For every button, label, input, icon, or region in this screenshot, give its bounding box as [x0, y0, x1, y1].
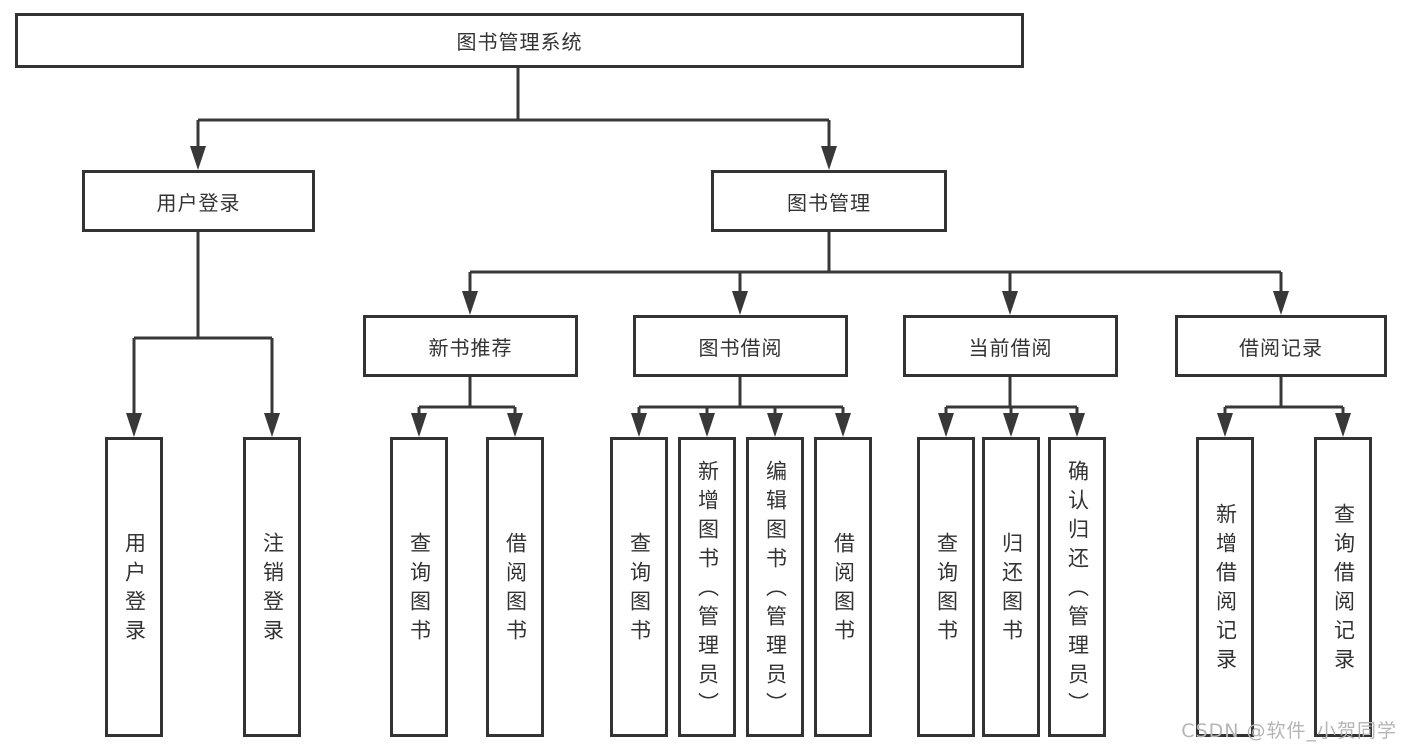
arrowhead	[411, 413, 427, 437]
leaf-br-query-record: 查询借阅记录	[1314, 437, 1372, 737]
arrowhead	[264, 413, 280, 437]
arrowhead	[1273, 291, 1289, 315]
leaf-bb-borrow-books: 借阅图书	[814, 437, 872, 737]
arrowhead	[699, 413, 715, 437]
arrowhead	[462, 291, 478, 315]
node-root-system: 图书管理系统	[15, 13, 1024, 68]
leaf-bb-query-books: 查询图书	[610, 437, 668, 737]
leaf-cb-return-books: 归还图书	[982, 437, 1040, 737]
node-book-management-module: 图书管理	[711, 170, 947, 232]
leaf-bb-edit-books-admin: 编辑图书（管理员）	[746, 437, 804, 737]
arrowhead	[767, 413, 783, 437]
leaf-nb-query-books: 查询图书	[390, 437, 448, 737]
arrowhead	[190, 146, 206, 170]
node-user-login-module: 用户登录	[82, 170, 315, 232]
arrowhead	[1335, 413, 1351, 437]
leaf-logout: 注销登录	[243, 437, 301, 737]
leaf-br-add-record: 新增借阅记录	[1196, 437, 1254, 737]
leaf-bb-add-books-admin: 新增图书（管理员）	[678, 437, 736, 737]
leaf-cb-confirm-return-admin: 确认归还（管理员）	[1048, 437, 1106, 737]
arrowhead	[631, 413, 647, 437]
node-new-book-recommend: 新书推荐	[363, 315, 578, 377]
node-current-borrow: 当前借阅	[903, 315, 1118, 377]
arrowhead	[1217, 413, 1233, 437]
arrowhead	[835, 413, 851, 437]
node-borrow-records: 借阅记录	[1175, 315, 1387, 377]
arrowhead	[1002, 291, 1018, 315]
arrowhead	[732, 291, 748, 315]
leaf-user-login: 用户登录	[105, 437, 163, 737]
node-book-borrow: 图书借阅	[633, 315, 848, 377]
arrowhead	[938, 413, 954, 437]
csdn-watermark: CSDN @软件_小贺同学	[1181, 720, 1397, 742]
arrowhead	[126, 413, 142, 437]
leaf-nb-borrow-books: 借阅图书	[486, 437, 544, 737]
leaf-cb-query-books: 查询图书	[917, 437, 975, 737]
arrowhead	[1069, 413, 1085, 437]
arrowhead	[507, 413, 523, 437]
arrowhead	[1003, 413, 1019, 437]
arrowhead	[821, 146, 837, 170]
